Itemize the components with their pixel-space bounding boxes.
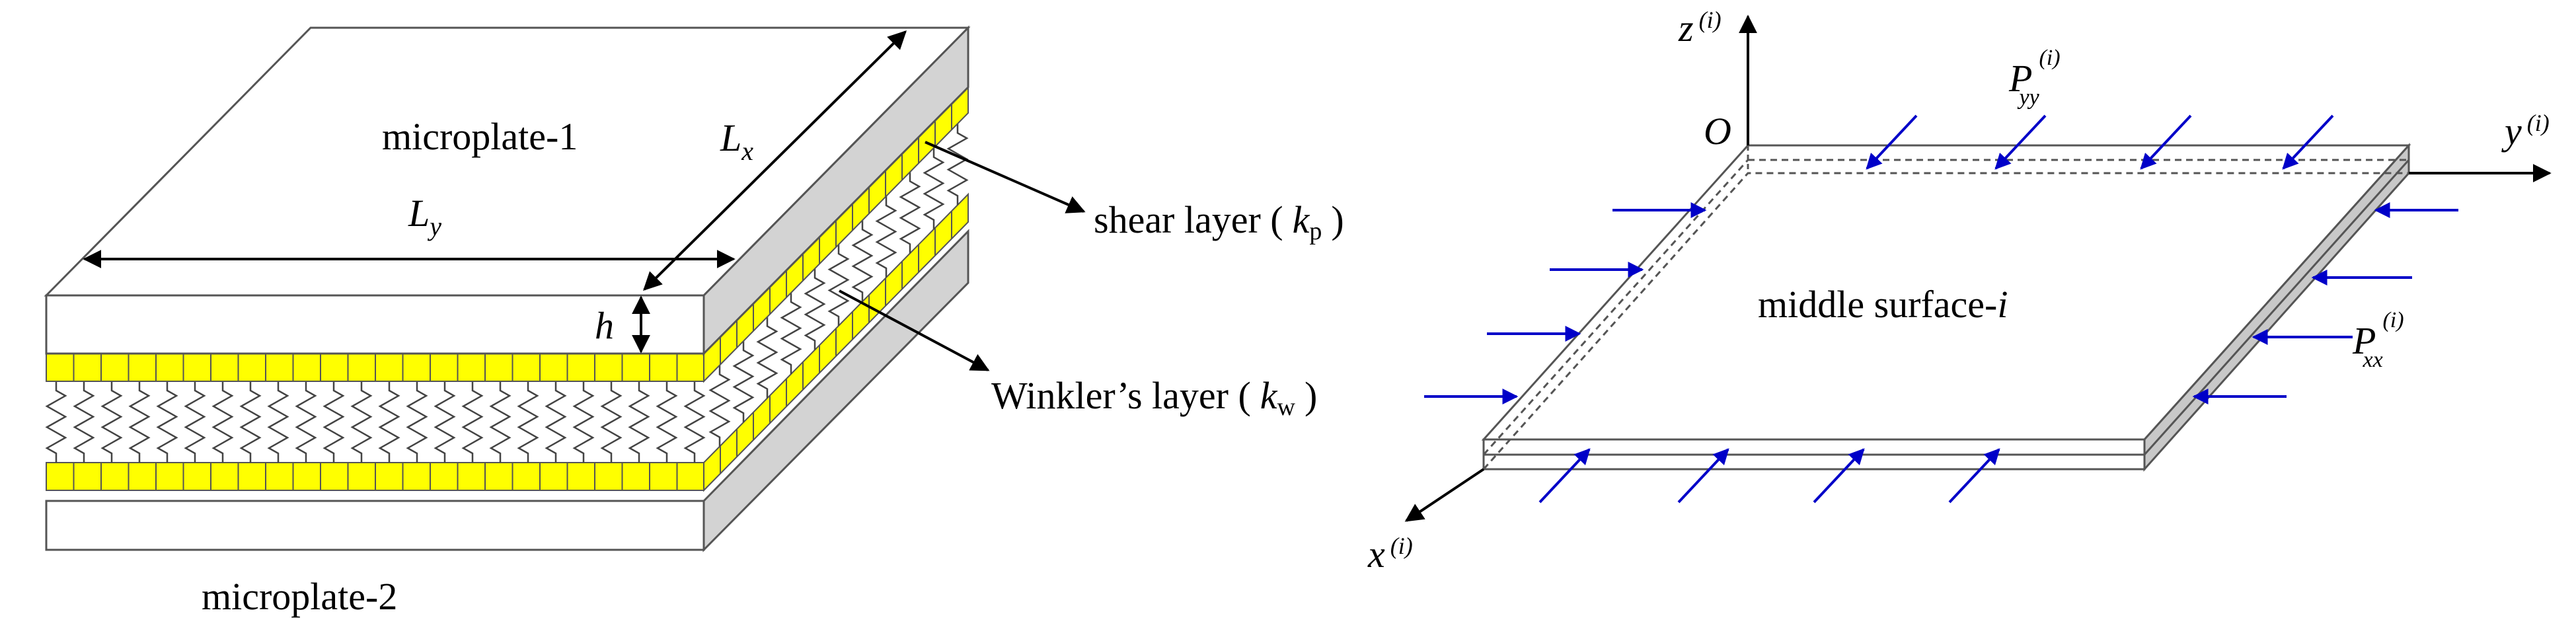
origin-label: O (1704, 110, 1731, 153)
spring (851, 220, 874, 302)
load-arrow (1677, 448, 1729, 504)
spring (100, 381, 123, 463)
spring (946, 124, 969, 206)
winkler-leader-line (839, 289, 990, 371)
winkler-springs-front (45, 381, 706, 463)
spring (239, 381, 262, 463)
spring (517, 381, 539, 463)
load-arrow (2140, 114, 2192, 170)
spring (656, 381, 678, 463)
spring (295, 381, 317, 463)
spring (732, 341, 755, 423)
spring (804, 268, 826, 350)
lx-label: Lx (720, 116, 753, 166)
spring (780, 293, 802, 375)
ly-label: Ly (408, 192, 441, 241)
lx-subscript: x (741, 136, 753, 166)
spring (128, 381, 151, 463)
hidden-edges (1482, 172, 2409, 470)
load-arrow (1948, 448, 2000, 504)
spring (899, 172, 921, 254)
spring (628, 381, 650, 463)
spring (489, 381, 511, 463)
in-plane-load-arrows (1424, 114, 2458, 504)
z-axis-label: z(i) (1678, 7, 1722, 50)
ly-subscript: y (427, 211, 441, 241)
spring (211, 381, 234, 463)
spring (73, 381, 95, 463)
y-axis-label: y(i) (2501, 110, 2550, 153)
winkler-layer-label: Winkler’s layer (kw) (991, 374, 1317, 421)
spring (184, 381, 206, 463)
spring (545, 381, 567, 463)
microplate-1-label: microplate-1 (382, 115, 578, 158)
shear-layer-label: shear layer (kp) (1094, 198, 1344, 245)
spring (827, 244, 850, 326)
shear-leader-line (925, 141, 1086, 213)
load-arrow (1538, 448, 1591, 504)
middle-plane-side-line (2143, 159, 2410, 456)
spring (434, 381, 456, 463)
pyy-label: P(i)yy (2008, 46, 2061, 110)
spring (406, 381, 428, 463)
load-arrow (2282, 114, 2334, 170)
spring (267, 381, 289, 463)
spring (350, 381, 373, 463)
middle-surface-label: middle surface-i (1758, 283, 2008, 326)
pxx-label: P(i)xx (2352, 308, 2404, 372)
spring (378, 381, 400, 463)
middle-surface-diagram: z(i) O y(i) x(i) P(i)yy P(i)xx middle su… (1367, 7, 2552, 576)
spring (923, 147, 945, 229)
load-arrow (1994, 114, 2047, 170)
microplate-1-front (45, 294, 705, 355)
h-label: h (595, 304, 614, 347)
spring (683, 381, 706, 463)
lx-dimension-arrow (643, 30, 907, 291)
spring (708, 365, 731, 447)
bilayer-microplate-diagram: microplate-1 microplate-2 Lx Ly h shear … (44, 25, 1344, 618)
load-arrow (1813, 448, 1865, 504)
microplate-1-top (44, 26, 971, 297)
microplate-2-front (45, 500, 705, 551)
spring (572, 381, 595, 463)
spring (756, 317, 778, 398)
spring (156, 381, 178, 463)
microplate-2-label: microplate-2 (202, 575, 397, 618)
x-axis-label: x(i) (1367, 533, 1413, 576)
spring (875, 196, 897, 278)
spring (600, 381, 623, 463)
spring (45, 381, 67, 463)
spring (461, 381, 484, 463)
load-arrow (1866, 114, 1918, 170)
x-axis-arrow (1404, 468, 1485, 522)
spring (322, 381, 345, 463)
